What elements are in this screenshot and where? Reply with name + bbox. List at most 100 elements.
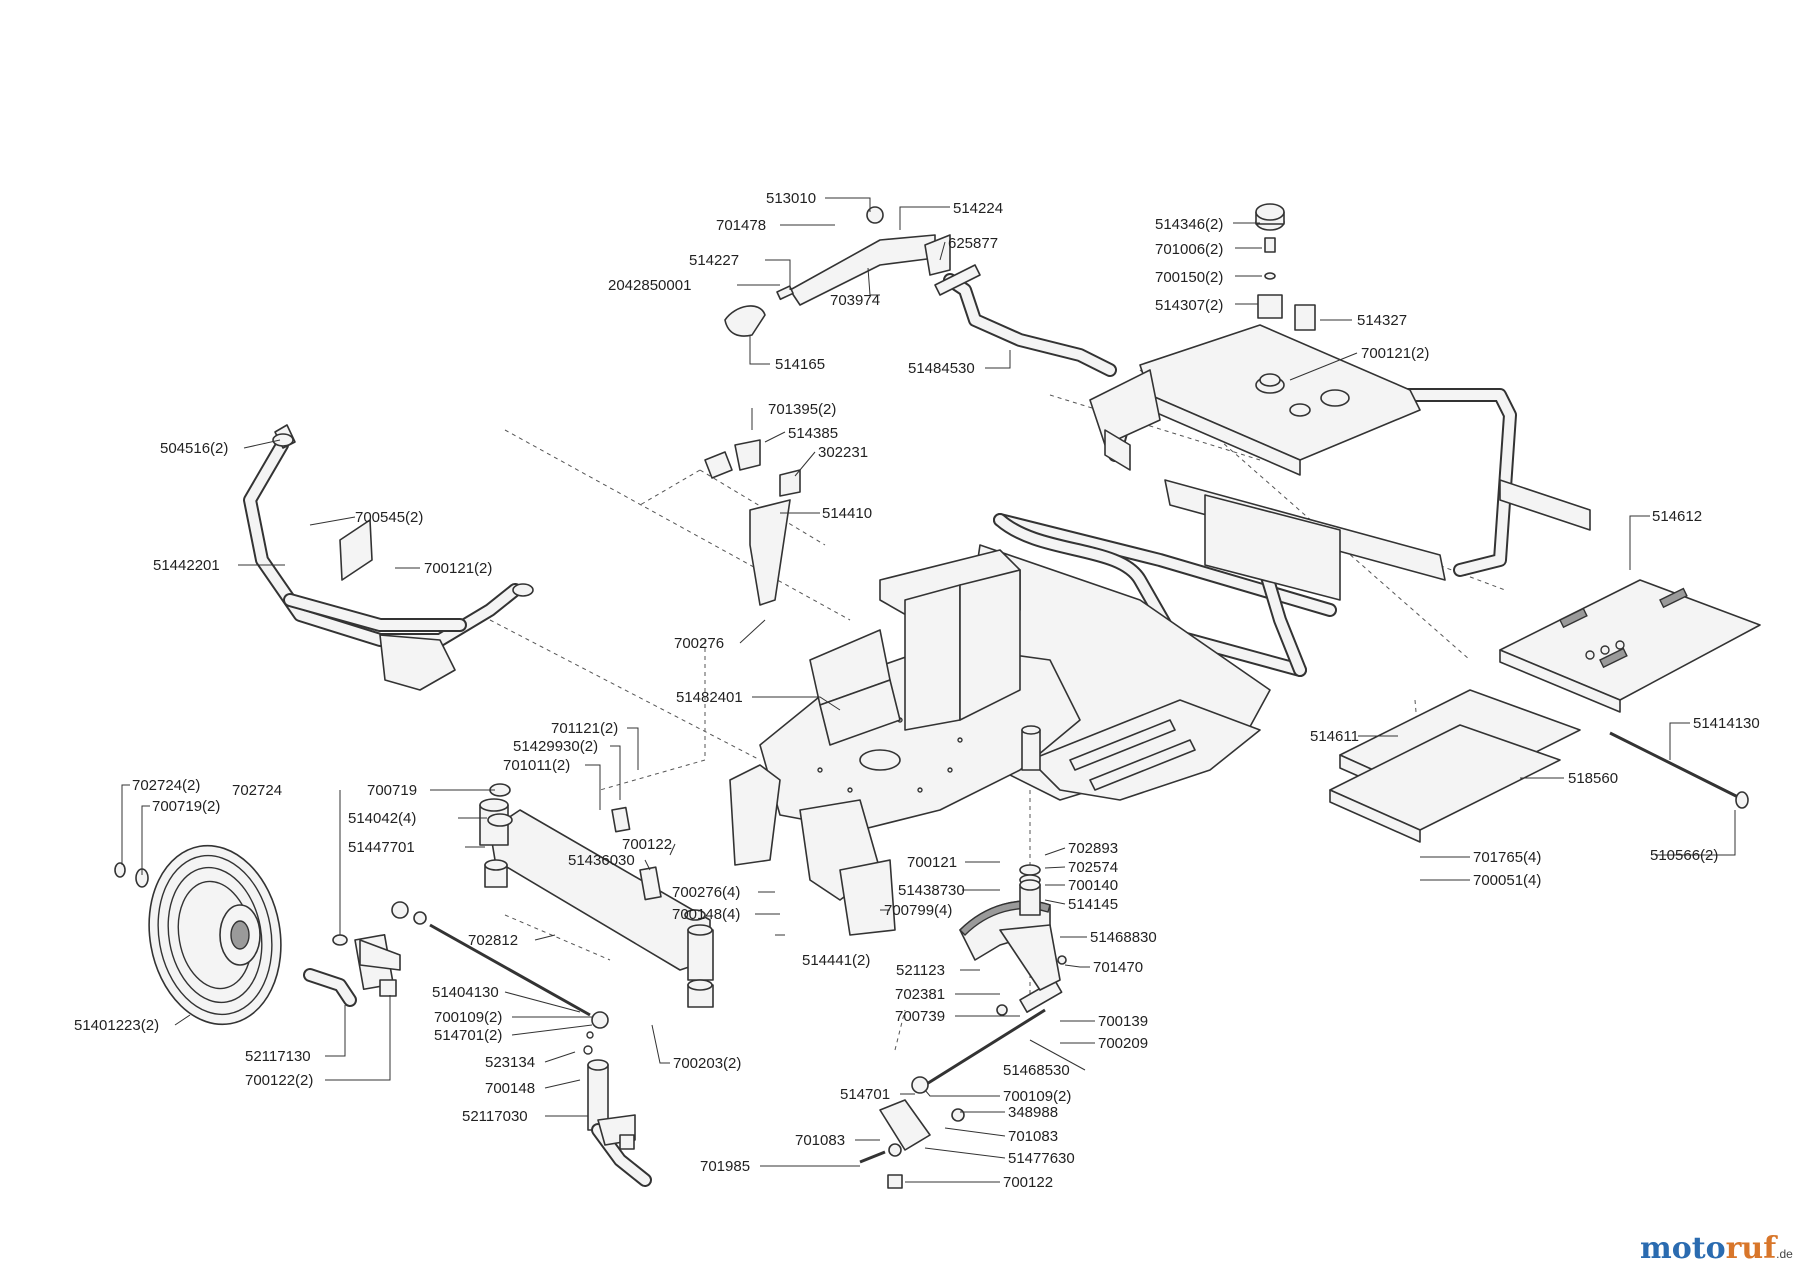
label-514145: 514145 (1068, 896, 1118, 913)
label-51438730: 51438730 (898, 882, 965, 899)
label-700140: 700140 (1068, 877, 1118, 894)
label-52117030: 52117030 (462, 1108, 528, 1125)
label-700545: 700545(2) (355, 509, 423, 526)
label-700276-4: 700276(4) (672, 884, 740, 901)
label-702724: 702724 (232, 782, 282, 799)
label-703974: 703974 (830, 292, 880, 309)
label-701011: 701011(2) (503, 757, 570, 774)
label-701395: 701395(2) (768, 401, 836, 418)
label-700150: 700150(2) (1155, 269, 1223, 286)
label-700122-axle: 700122 (622, 836, 672, 853)
label-513010: 513010 (766, 190, 816, 207)
label-51442201: 51442201 (153, 557, 220, 574)
label-514042: 514042(4) (348, 810, 416, 827)
label-510566: 510566(2) (1650, 847, 1718, 864)
label-514701-tie: 514701(2) (434, 1027, 502, 1044)
left-spindle (303, 901, 409, 1007)
front-axle (479, 783, 714, 1008)
tie-rods (413, 911, 1063, 1094)
label-701765: 701765(4) (1473, 849, 1541, 866)
label-701006: 701006(2) (1155, 241, 1223, 258)
rod-51414130 (1609, 731, 1741, 800)
label-51414130: 51414130 (1693, 715, 1760, 732)
label-518560: 518560 (1568, 770, 1618, 787)
label-523134: 523134 (485, 1054, 535, 1071)
label-51429930: 51429930(2) (513, 738, 598, 755)
label-701985: 701985 (700, 1158, 750, 1175)
label-51468530: 51468530 (1003, 1062, 1070, 1079)
label-702812: 702812 (468, 932, 518, 949)
label-701470: 701470 (1093, 959, 1143, 976)
pedal-bracket (859, 1099, 965, 1189)
label-51436030: 51436030 (568, 852, 635, 869)
label-702381: 702381 (895, 986, 945, 1003)
label-514612: 514612 (1652, 508, 1702, 525)
label-52117130: 52117130 (245, 1048, 311, 1065)
steering-sector (959, 864, 1067, 1016)
label-348988: 348988 (1008, 1104, 1058, 1121)
label-700719: 700719 (367, 782, 417, 799)
label-700719-washer: 700719(2) (152, 798, 220, 815)
motoruf-logo: motoruf.de (1640, 1231, 1793, 1266)
label-700109: 700109(2) (1003, 1088, 1071, 1105)
label-702893: 702893 (1068, 840, 1118, 857)
front-bumper (243, 424, 534, 691)
label-514701: 514701 (840, 1086, 890, 1103)
label-700276: 700276 (674, 635, 724, 652)
svg-text:motoruf.de: motoruf.de (1640, 1231, 1793, 1266)
label-2042850001: 2042850001 (608, 277, 691, 294)
label-514611: 514611 (1310, 728, 1359, 745)
logo-part2: ruf (1726, 1231, 1779, 1266)
part-number-labels: 513010 514224 701478 625877 514227 20428… (74, 190, 1760, 1191)
logo-suffix: .de (1776, 1247, 1793, 1261)
label-700109-tie: 700109(2) (434, 1009, 502, 1026)
label-514165: 514165 (775, 356, 825, 373)
label-700799: 700799(4) (884, 902, 952, 919)
label-51401223: 51401223(2) (74, 1017, 159, 1034)
label-625877: 625877 (948, 235, 998, 252)
right-spindle (583, 1031, 652, 1187)
label-514327: 514327 (1357, 312, 1407, 329)
label-701083-left: 701083 (795, 1132, 845, 1149)
label-514307: 514307(2) (1155, 297, 1223, 314)
label-702724-washer: 702724(2) (132, 777, 200, 794)
label-521123: 521123 (896, 962, 945, 979)
label-51468830: 51468830 (1090, 929, 1157, 946)
label-514346: 514346(2) (1155, 216, 1223, 233)
label-701083-right: 701083 (1008, 1128, 1058, 1145)
label-514441: 514441(2) (802, 952, 870, 969)
label-302231: 302231 (818, 444, 868, 461)
label-700739: 700739 (895, 1008, 945, 1025)
label-700121-bumper: 700121(2) (424, 560, 492, 577)
rear-step-plates (1329, 579, 1761, 843)
chassis-frame (729, 324, 1591, 936)
label-514227: 514227 (689, 252, 739, 269)
front-wheel (114, 844, 282, 1026)
label-702574: 702574 (1068, 859, 1118, 876)
label-700051: 700051(4) (1473, 872, 1541, 889)
label-701478: 701478 (716, 217, 766, 234)
seat-mount-parts (1255, 203, 1316, 387)
label-700122: 700122 (1003, 1174, 1053, 1191)
label-700139: 700139 (1098, 1013, 1148, 1030)
label-700122-spindle: 700122(2) (245, 1072, 313, 1089)
logo-part1: moto (1640, 1231, 1726, 1266)
label-701121: 701121(2) (551, 720, 618, 737)
label-514410: 514410 (822, 505, 872, 522)
steering-assembly-top (724, 206, 1117, 377)
label-700209: 700209 (1098, 1035, 1148, 1052)
label-700148-4: 700148(4) (672, 906, 740, 923)
label-51404130: 51404130 (432, 984, 499, 1001)
switch-parts (704, 439, 801, 606)
label-700148: 700148 (485, 1080, 535, 1097)
label-51482401: 51482401 (676, 689, 743, 706)
label-514224: 514224 (953, 200, 1003, 217)
label-504516: 504516(2) (160, 440, 228, 457)
label-700121-top: 700121(2) (1361, 345, 1429, 362)
label-700121-sector: 700121 (907, 854, 957, 871)
leader-lines (121, 197, 1736, 1183)
label-514385: 514385 (788, 425, 838, 442)
label-51484530: 51484530 (908, 360, 975, 377)
label-51477630: 51477630 (1008, 1150, 1075, 1167)
